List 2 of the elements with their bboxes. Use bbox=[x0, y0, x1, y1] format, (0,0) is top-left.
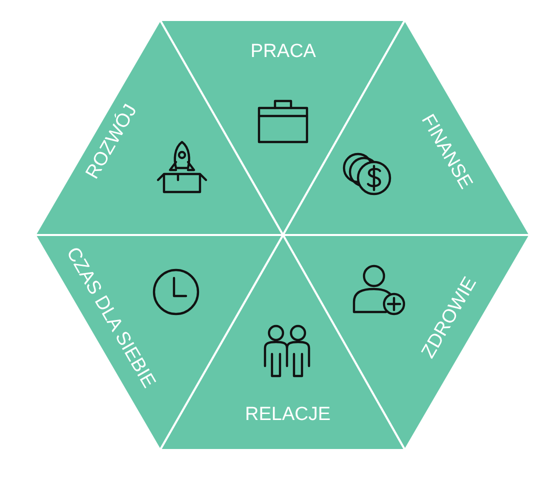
segment-label: RELACJE bbox=[245, 404, 331, 426]
segment-label: PRACA bbox=[250, 41, 316, 63]
